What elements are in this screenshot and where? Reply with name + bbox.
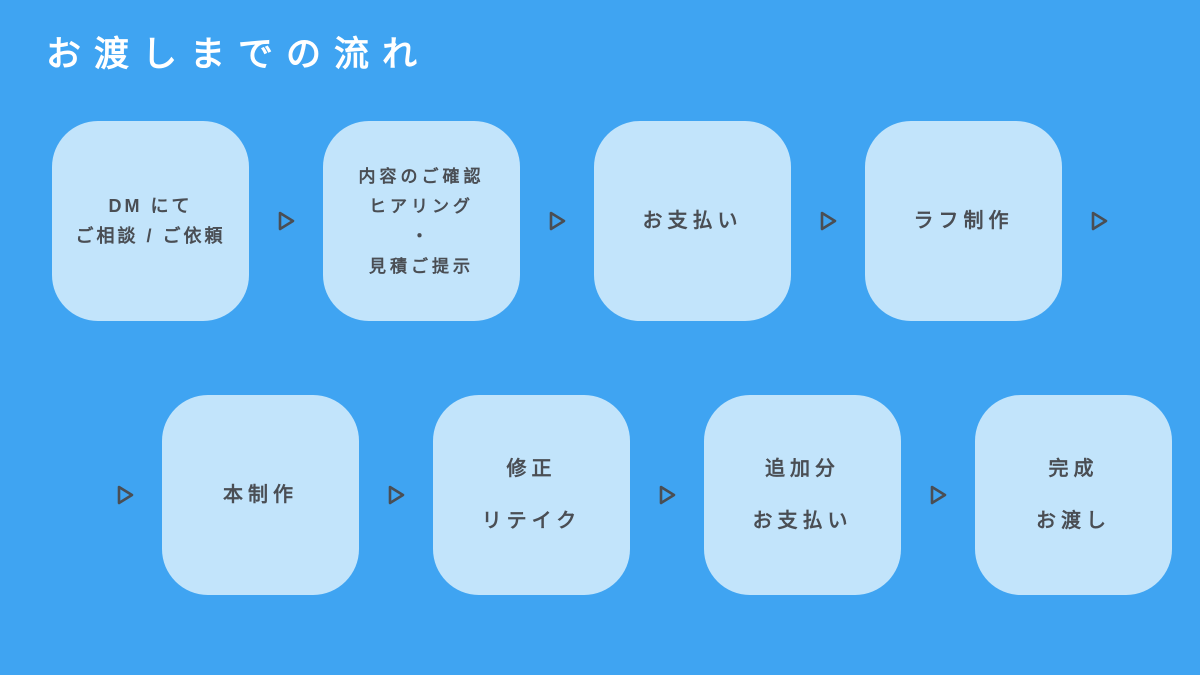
step-label: 完成 bbox=[1048, 458, 1099, 480]
step-box-revision-retake: 修正 リテイク bbox=[433, 395, 630, 595]
flow-row-2: 本制作 修正 リテイク 追加分 お支払い 完成 お渡し bbox=[112, 395, 1172, 595]
triangle-right-icon bbox=[112, 481, 138, 509]
triangle-right-icon bbox=[273, 207, 299, 235]
step-label: 見積ご提示 bbox=[369, 256, 474, 276]
triangle-right-icon bbox=[544, 207, 570, 235]
step-box-rough-production: ラフ制作 bbox=[865, 121, 1062, 321]
flow-row-1: DM にて ご相談 / ご依頼 内容のご確認 ヒアリング ・ 見積ご提示 お支払… bbox=[52, 121, 1112, 321]
step-box-completion-delivery: 完成 お渡し bbox=[975, 395, 1172, 595]
step-label: 追加分 bbox=[765, 458, 840, 480]
step-label: ご相談 / ご依頼 bbox=[75, 226, 226, 246]
step-label: 修正 bbox=[506, 458, 557, 480]
step-box-content-confirmation: 内容のご確認 ヒアリング ・ 見積ご提示 bbox=[323, 121, 520, 321]
step-label: お支払い bbox=[642, 210, 743, 232]
step-label: お渡し bbox=[1036, 510, 1111, 532]
step-box-payment: お支払い bbox=[594, 121, 791, 321]
step-label: ラフ制作 bbox=[913, 210, 1014, 232]
triangle-right-icon bbox=[383, 481, 409, 509]
triangle-right-icon bbox=[1086, 207, 1112, 235]
step-box-final-production: 本制作 bbox=[162, 395, 359, 595]
triangle-right-icon bbox=[815, 207, 841, 235]
triangle-right-icon bbox=[925, 481, 951, 509]
step-label: ヒアリング bbox=[369, 196, 474, 216]
step-label: お支払い bbox=[752, 510, 853, 532]
page-title: お渡しまでの流れ bbox=[46, 35, 431, 74]
step-label: 内容のご確認 bbox=[358, 166, 485, 186]
step-label: 本制作 bbox=[223, 484, 298, 506]
step-label: ・ bbox=[411, 226, 432, 246]
step-label: リテイク bbox=[481, 510, 582, 532]
triangle-right-icon bbox=[654, 481, 680, 509]
step-label: DM にて bbox=[108, 196, 193, 216]
step-box-dm-consultation: DM にて ご相談 / ご依頼 bbox=[52, 121, 249, 321]
step-box-additional-payment: 追加分 お支払い bbox=[704, 395, 901, 595]
